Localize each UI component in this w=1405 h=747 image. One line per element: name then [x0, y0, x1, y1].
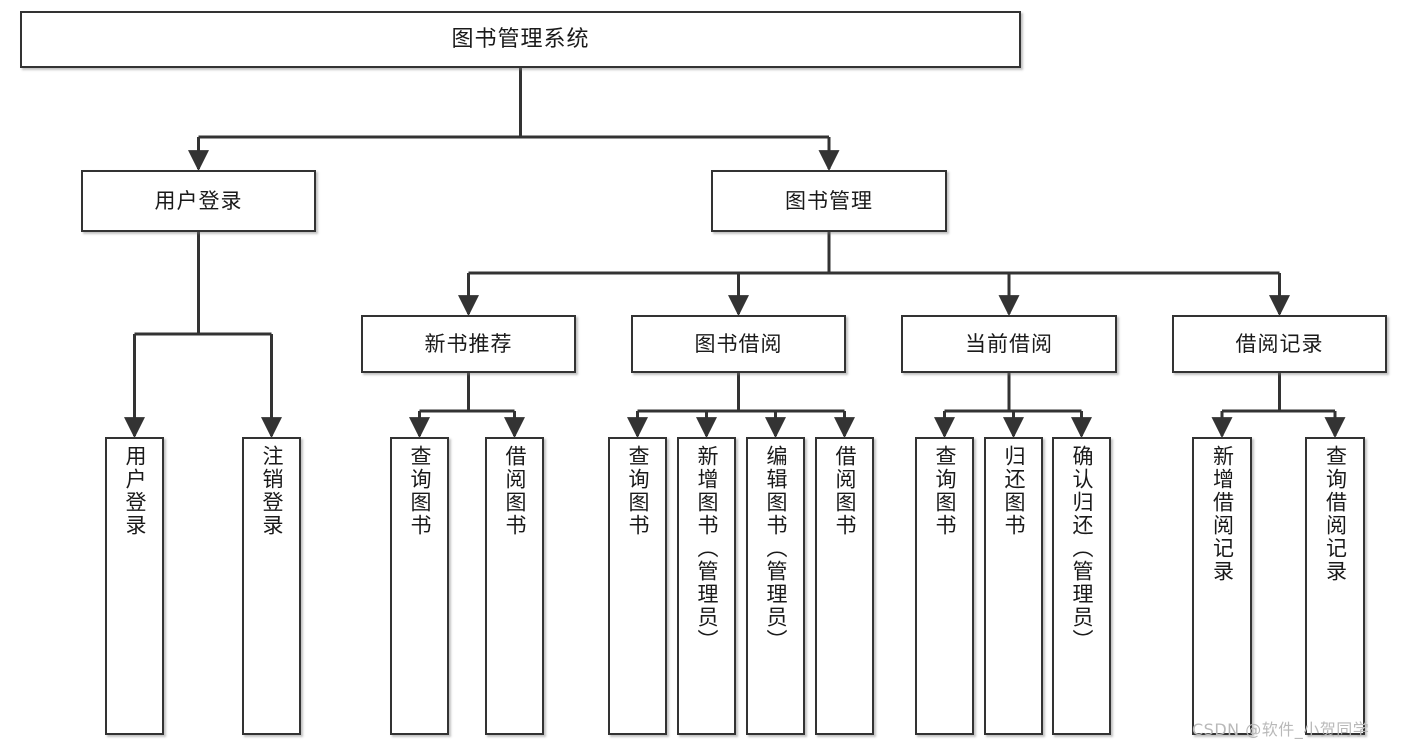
node-label: 当前借阅 [965, 331, 1053, 356]
node-label: 借阅记录 [1235, 331, 1324, 356]
node-label: 图书借阅 [694, 331, 783, 356]
edge-group [124, 68, 1346, 439]
node-leaf-confirm-return[interactable]: 确认归还（管理员） [1052, 437, 1111, 735]
node-leaf-borrow-book-2[interactable]: 借阅图书 [815, 437, 874, 735]
node-leaf-add-book[interactable]: 新增图书（管理员） [677, 437, 736, 735]
node-label: 图书管理 [785, 188, 873, 213]
node-new-book-rec[interactable]: 新书推荐 [361, 315, 576, 373]
node-label: 查询图书 [933, 445, 957, 537]
node-label: 归还图书 [1002, 445, 1026, 537]
node-leaf-edit-book[interactable]: 编辑图书（管理员） [746, 437, 805, 735]
node-leaf-borrow-book-1[interactable]: 借阅图书 [485, 437, 544, 735]
node-leaf-query-book-3[interactable]: 查询图书 [915, 437, 974, 735]
node-label: 用户登录 [123, 445, 147, 537]
node-leaf-query-book-2[interactable]: 查询图书 [608, 437, 667, 735]
node-label: 新增图书（管理员） [695, 445, 719, 652]
node-leaf-return-book[interactable]: 归还图书 [984, 437, 1043, 735]
node-leaf-user-login[interactable]: 用户登录 [105, 437, 164, 735]
node-borrow-record[interactable]: 借阅记录 [1172, 315, 1387, 373]
node-label: 借阅图书 [833, 445, 857, 537]
node-leaf-add-record[interactable]: 新增借阅记录 [1192, 437, 1252, 735]
node-leaf-logout[interactable]: 注销登录 [242, 437, 301, 735]
node-label: 注销登录 [260, 445, 284, 537]
csdn-watermark: CSDN @软件_小贺同学 [1192, 720, 1370, 739]
node-book-manage[interactable]: 图书管理 [711, 170, 947, 232]
node-label: 查询图书 [408, 445, 432, 537]
node-label: 图书管理系统 [451, 26, 590, 52]
node-user-login[interactable]: 用户登录 [81, 170, 316, 232]
node-label: 确认归还（管理员） [1070, 445, 1094, 652]
node-label: 新增借阅记录 [1210, 445, 1235, 583]
node-leaf-query-book-1[interactable]: 查询图书 [390, 437, 449, 735]
node-label: 借阅图书 [503, 445, 527, 537]
node-label: 用户登录 [154, 188, 243, 213]
node-label: 查询借阅记录 [1323, 445, 1348, 583]
node-book-borrow[interactable]: 图书借阅 [631, 315, 846, 373]
node-label: 新书推荐 [424, 331, 513, 356]
node-label: 查询图书 [626, 445, 650, 537]
node-root[interactable]: 图书管理系统 [20, 11, 1021, 68]
node-current-borrow[interactable]: 当前借阅 [901, 315, 1117, 373]
node-leaf-query-record[interactable]: 查询借阅记录 [1305, 437, 1365, 735]
node-label: 编辑图书（管理员） [764, 445, 788, 652]
